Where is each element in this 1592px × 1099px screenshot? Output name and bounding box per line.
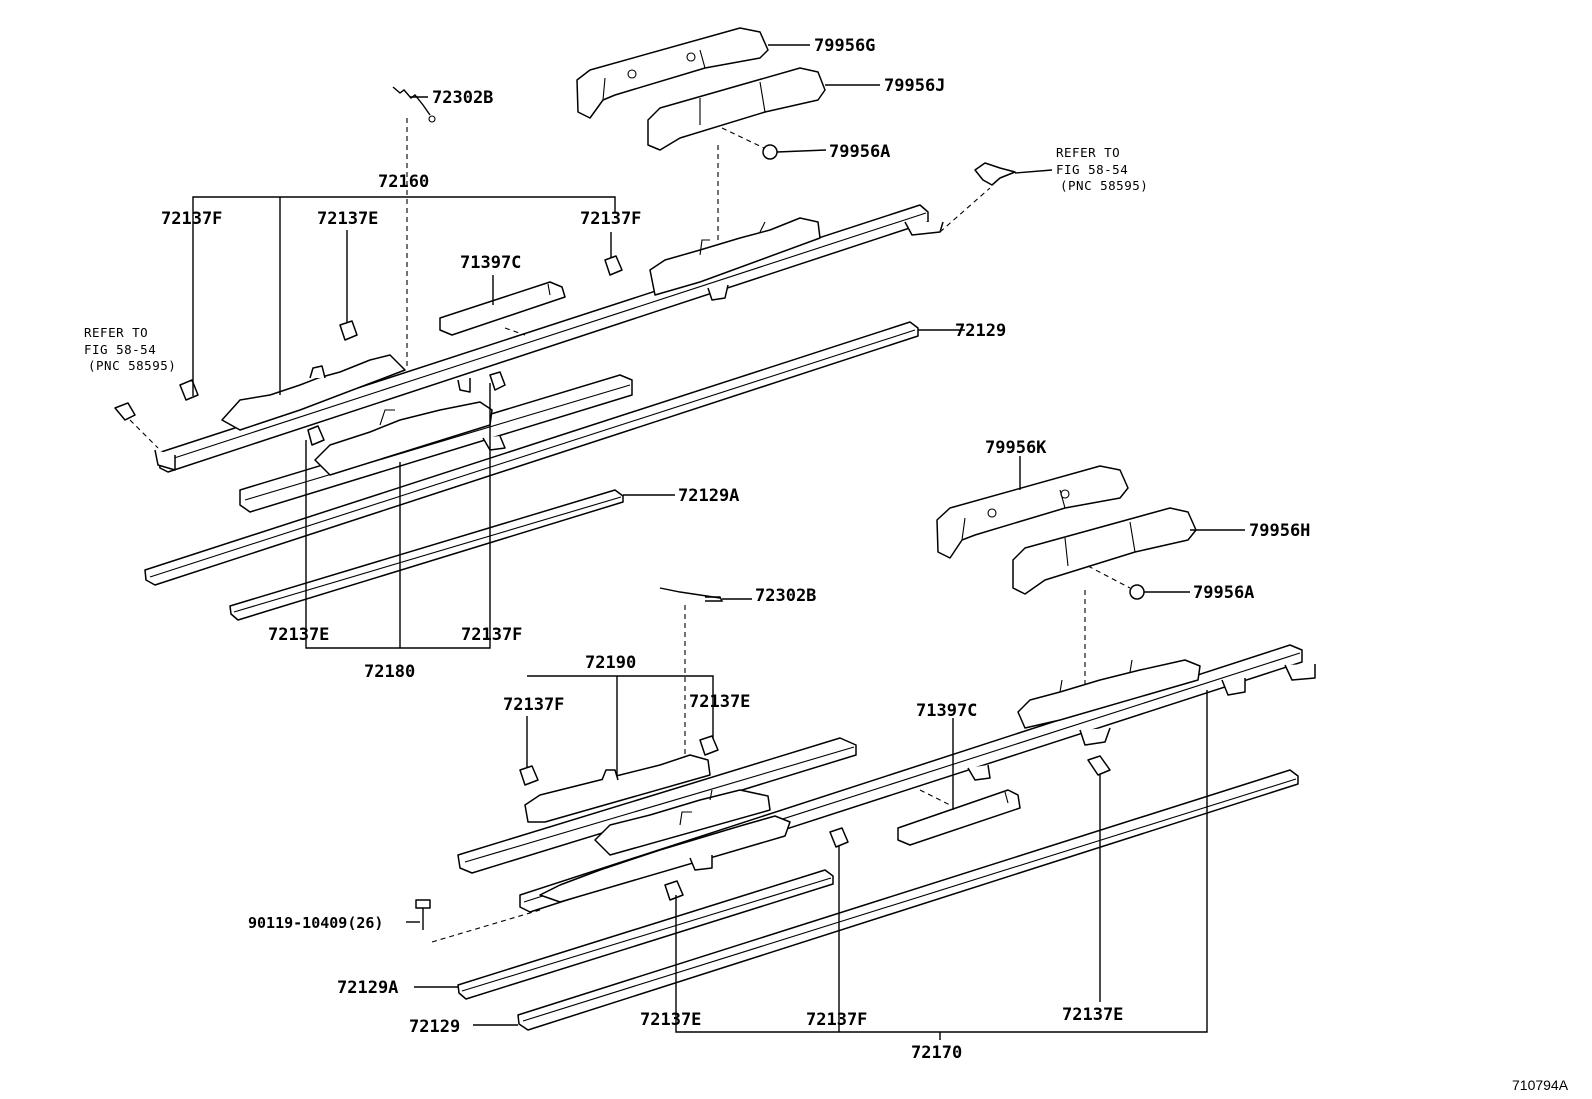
- cap-72137e-upper-mid: [339, 320, 358, 341]
- label-72137f-lower-bottom: 72137F: [806, 1010, 867, 1030]
- spring-72302b-upper: [392, 86, 436, 370]
- bracket-72160: [192, 196, 616, 396]
- reference-note-left-line3: (PNC 58595): [88, 358, 176, 373]
- rail-72129-lower: [517, 769, 1299, 1031]
- reference-note-right-line2: FIG 58-54: [1056, 162, 1128, 177]
- seat-cover-79956j: [647, 67, 826, 151]
- rail-72129-upper: [144, 321, 965, 586]
- reference-note-left-line2: FIG 58-54: [84, 342, 156, 357]
- label-79956j: 79956J: [884, 76, 945, 96]
- label-79956h: 79956H: [1249, 521, 1310, 541]
- reference-note-right-line3: (PNC 58595): [1060, 178, 1148, 193]
- label-72170: 72170: [911, 1043, 962, 1063]
- bracket-72170: [675, 690, 1208, 1033]
- rail-72129a-upper: [229, 489, 675, 621]
- rail-assembly-72160: [154, 204, 944, 473]
- label-72160: 72160: [378, 172, 429, 192]
- label-79956g: 79956G: [814, 36, 875, 56]
- seat-cover-79956k: [936, 465, 1129, 559]
- label-79956a-lower: 79956A: [1193, 583, 1254, 603]
- label-72129-lower: 72129: [409, 1017, 460, 1037]
- figure-id: 710794A: [1512, 1077, 1569, 1093]
- label-72302b-lower: 72302B: [755, 586, 816, 606]
- upper-assembly: 79956G 79956J 79956A 72302B 72160 72137F…: [84, 27, 1148, 682]
- label-72137f-upper-left: 72137F: [161, 209, 222, 229]
- label-72137e-lower-mid: 72137E: [689, 692, 750, 712]
- label-72129a-upper: 72129A: [678, 486, 739, 506]
- cap-72137f-upper-right: [604, 255, 623, 276]
- label-72137e-upper-lower: 72137E: [268, 625, 329, 645]
- label-72137e-lower-bottom-left: 72137E: [640, 1010, 701, 1030]
- rail-assembly-72180: [239, 371, 633, 513]
- label-72137e-upper-mid: 72137E: [317, 209, 378, 229]
- label-72137f-upper-right: 72137F: [580, 209, 641, 229]
- bracket-71397c-lower: [897, 764, 1021, 846]
- clip-79956a-lower: [1087, 565, 1190, 600]
- seat-cover-79956h: [1012, 507, 1197, 595]
- reference-clip-left: [114, 402, 159, 449]
- seat-cover-79956g: [576, 27, 769, 119]
- label-72129a-lower: 72129A: [337, 978, 398, 998]
- label-71397c-upper: 71397C: [460, 253, 521, 273]
- bracket-72180: [305, 383, 491, 649]
- label-72190: 72190: [585, 653, 636, 673]
- label-72302b-upper: 72302B: [432, 88, 493, 108]
- lower-assembly: 79956K 79956H 79956A 72302B 72190 72137F…: [248, 438, 1316, 1063]
- label-71397c-lower: 71397C: [916, 701, 977, 721]
- cap-72137f-upper-left: [179, 379, 199, 401]
- bracket-72190: [527, 675, 714, 690]
- reference-note-right-line1: REFER TO: [1056, 145, 1120, 160]
- label-79956a-upper: 79956A: [829, 142, 890, 162]
- bracket-71397c-upper: [439, 281, 566, 336]
- label-72137f-lower-left: 72137F: [503, 695, 564, 715]
- label-72137f-upper-lower: 72137F: [461, 625, 522, 645]
- rail-assembly-72190: [457, 735, 857, 903]
- reference-note-left-line1: REFER TO: [84, 325, 148, 340]
- label-79956k: 79956K: [985, 438, 1047, 458]
- bolt-90119: [415, 899, 541, 943]
- label-72180: 72180: [364, 662, 415, 682]
- label-72137e-lower-bottom-right: 72137E: [1062, 1005, 1123, 1025]
- label-72129-upper: 72129: [955, 321, 1006, 341]
- reference-clip-right: [939, 162, 1053, 233]
- clip-79956a-upper: [721, 127, 827, 160]
- label-90119: 90119-10409(26): [248, 914, 383, 932]
- rail-72129a-lower: [457, 869, 834, 1000]
